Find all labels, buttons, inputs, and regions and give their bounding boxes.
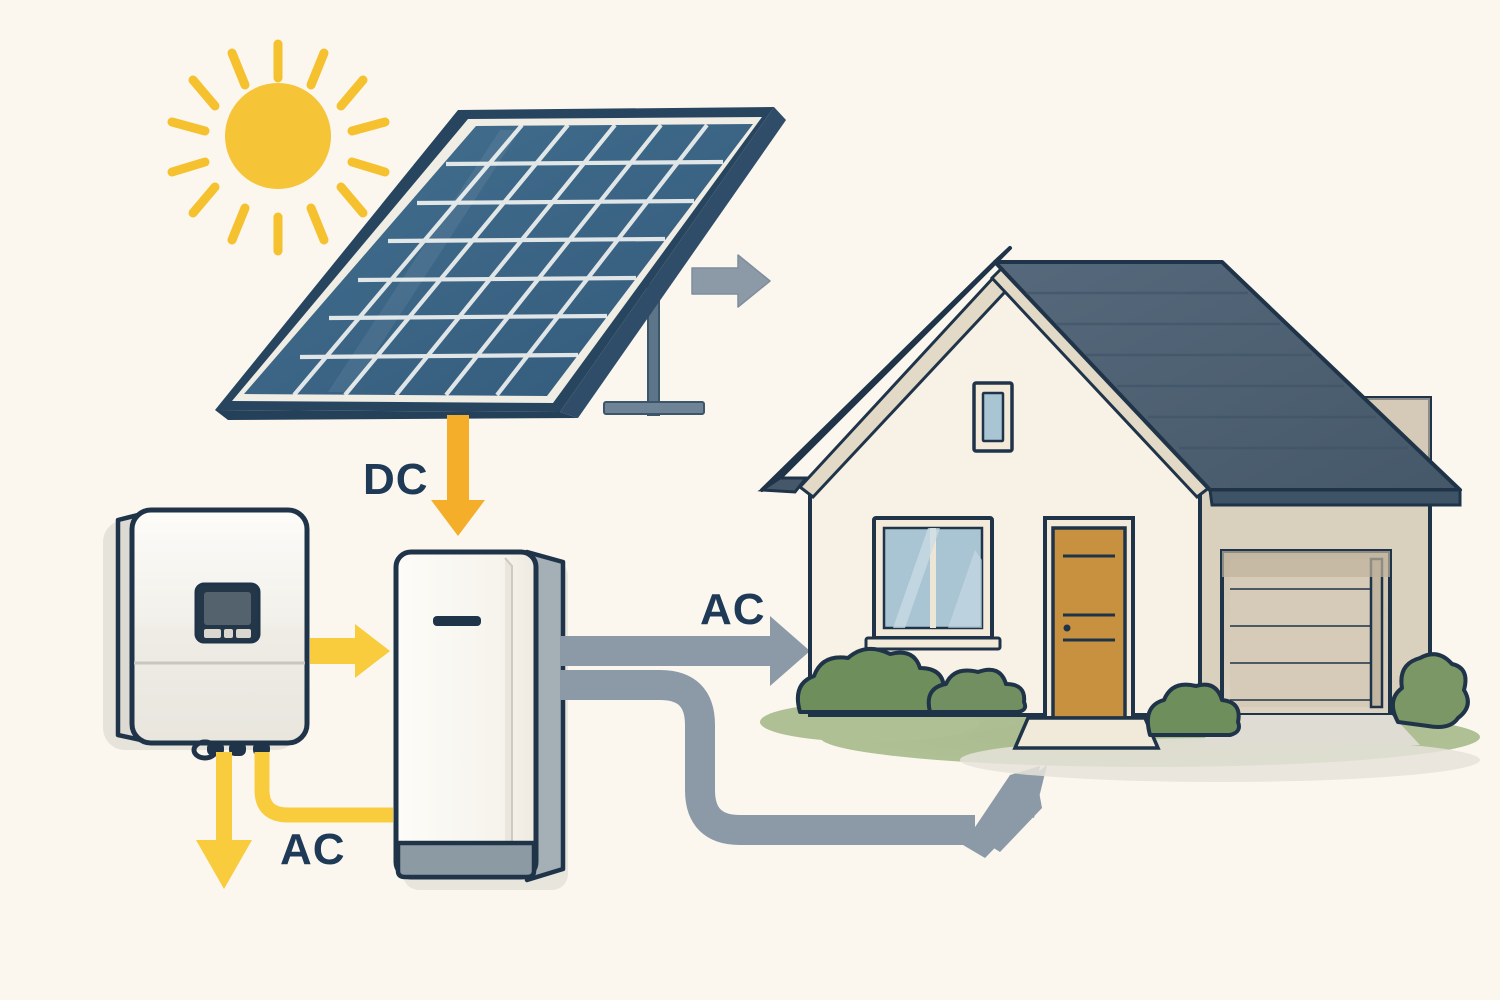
bush-left — [795, 646, 1028, 714]
solar-panel — [215, 107, 786, 420]
panel-cell-grid — [292, 123, 724, 397]
bush-right — [1390, 652, 1470, 729]
label-ac-from-inverter: AC — [280, 825, 346, 874]
inverter — [103, 507, 310, 761]
dc-flow-arrow — [431, 415, 485, 536]
grid-export-arrow — [691, 254, 771, 308]
ac-output-arrow — [196, 752, 252, 889]
house — [757, 246, 1480, 782]
front-door[interactable] — [1043, 516, 1135, 720]
garage-door[interactable] — [1220, 549, 1392, 717]
bush-center — [1145, 682, 1241, 737]
solar-panel-mount — [603, 284, 705, 416]
ac-to-ground-arrow — [560, 670, 1047, 858]
ac-to-house-arrow — [560, 616, 810, 686]
label-ac-to-house: AC — [700, 585, 766, 634]
roof-shingle-lines — [1026, 291, 1408, 450]
battery-storage-cabinet — [393, 549, 568, 890]
attic-window — [972, 381, 1014, 453]
label-dc: DC — [363, 455, 429, 504]
sun-icon — [167, 39, 390, 256]
inverter-to-battery-arrow — [310, 624, 390, 678]
sun-rays — [167, 39, 390, 256]
main-window — [864, 516, 1002, 651]
